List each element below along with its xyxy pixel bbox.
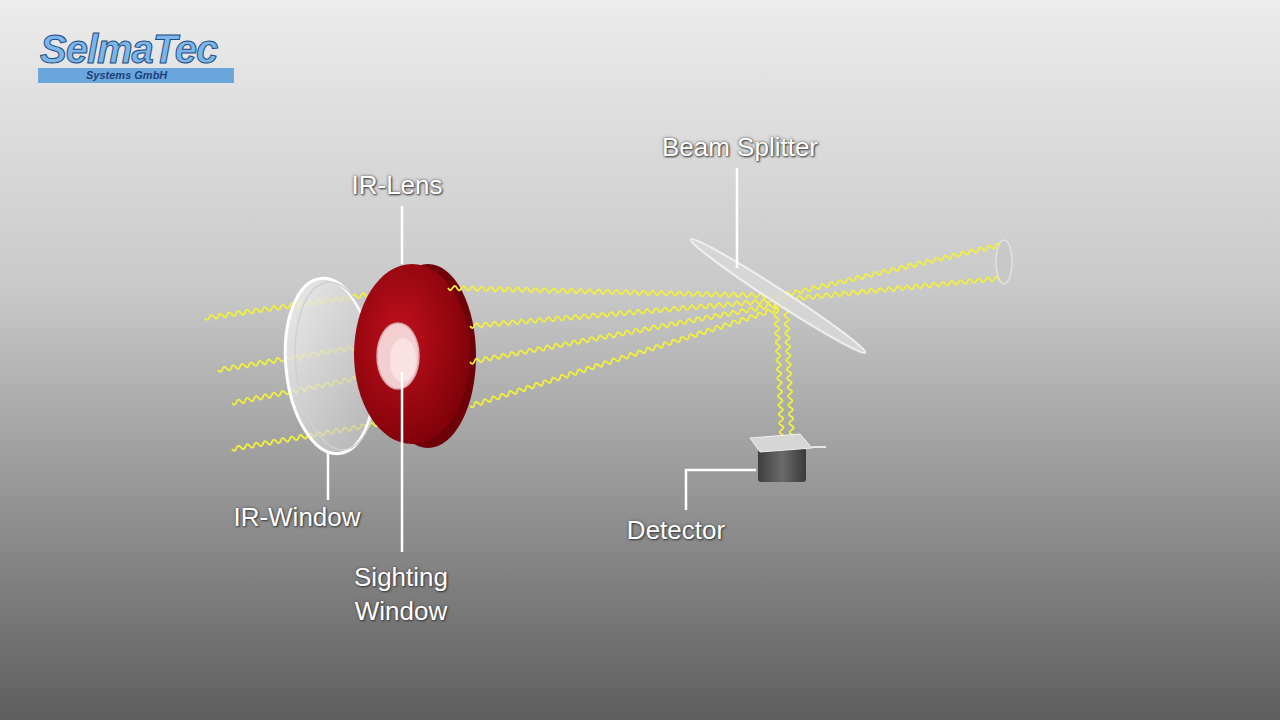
sighting-eyepiece [996, 240, 1012, 284]
ir-ray [774, 304, 784, 437]
ir-ray [470, 277, 1004, 328]
logo-wordmark: SelmaTec [38, 28, 234, 70]
leader-line [401, 372, 404, 552]
part-label: IR-Window [197, 500, 397, 534]
leader-line [686, 470, 756, 510]
detector-chip [750, 434, 812, 452]
ir-lens [354, 264, 470, 444]
leader-line [401, 206, 404, 264]
beam-splitter [687, 233, 869, 358]
logo-subtitle: Systems GmbH [38, 68, 234, 83]
leader-line [736, 168, 739, 268]
detector-pin [812, 446, 826, 448]
leader-lines [328, 168, 756, 552]
part-label: Sighting Window [331, 560, 471, 628]
part-label: Detector [586, 513, 766, 547]
leader-line [327, 452, 330, 500]
ir-ray [784, 304, 794, 437]
ir-ray [470, 302, 780, 363]
ir-ray [448, 243, 1004, 298]
part-label: IR-Lens [297, 168, 497, 202]
part-label: Beam Splitter [620, 130, 860, 164]
ir-rays-outgoing [448, 243, 1004, 437]
ir-ray [470, 307, 779, 408]
detector-body [758, 448, 806, 482]
sighting-window [377, 323, 419, 389]
logo-badge: SelmaTecSystems GmbH [38, 28, 234, 83]
